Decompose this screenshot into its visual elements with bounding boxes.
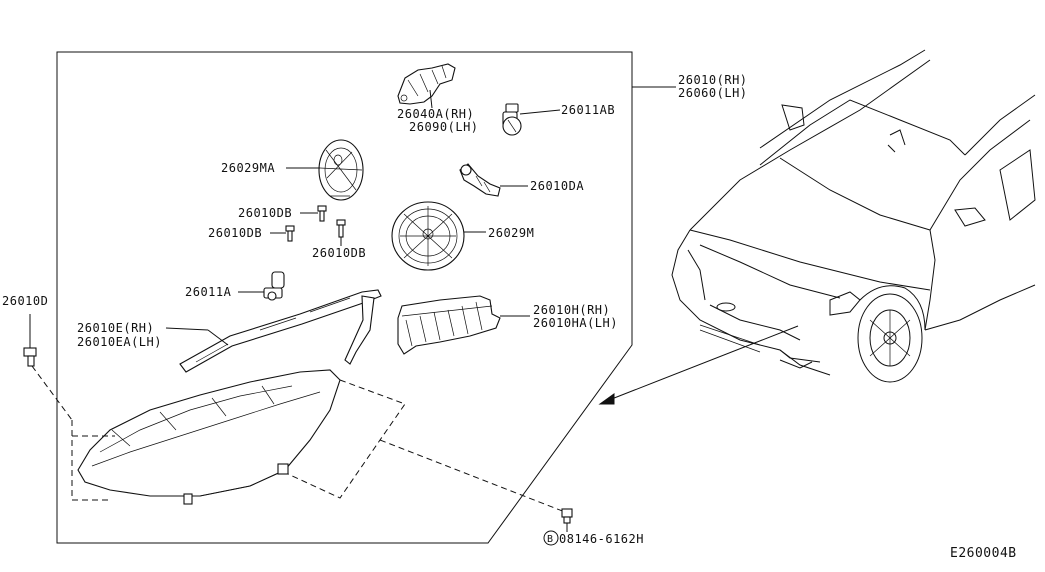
label-screw-db-1: 26010DB (238, 206, 292, 220)
screw-db-1-part (317, 205, 327, 222)
location-arrow-head (598, 393, 615, 405)
headlamp-housing-part (77, 369, 341, 505)
label-cap-ma: 26029MA (221, 161, 275, 175)
seal-leader-2 (207, 329, 229, 346)
screw-db-3-part (336, 219, 346, 238)
socket-da-part (459, 163, 501, 197)
label-assembly-lh: 26060(LH) (678, 86, 748, 100)
location-arrow-line (603, 325, 799, 403)
label-seal-lh: 26010EA(LH) (77, 335, 162, 349)
seal-leader (165, 327, 209, 331)
label-diagram-code: E260004B (950, 546, 1017, 561)
label-unit-lh: 26010HA(LH) (533, 316, 618, 330)
clip-d-part (23, 347, 37, 367)
label-cap-m: 26029M (488, 226, 534, 240)
lamp-unit-part (397, 295, 501, 355)
bulb-ab-part (502, 103, 522, 136)
bolt-part (561, 508, 573, 524)
bulb-a-part (263, 271, 285, 301)
cap-ma-part (318, 139, 364, 201)
bolt-circle-marker (543, 530, 559, 546)
label-socket-da: 26010DA (530, 179, 584, 193)
label-clip-d: 26010D (2, 294, 48, 308)
label-seal-rh: 26010E(RH) (77, 321, 154, 335)
bracket-leader (429, 89, 433, 109)
bolt-dashed (379, 439, 566, 513)
clip-d-dashed (31, 365, 73, 421)
label-bracket-lh: 26090(LH) (409, 120, 479, 134)
bulb-ab-leader (519, 109, 561, 115)
label-unit-rh: 26010H(RH) (533, 303, 610, 317)
screw-db-2-part (285, 225, 295, 242)
label-screw-db-3: 26010DB (312, 246, 366, 260)
label-bolt-circle: B (547, 534, 554, 545)
parts-panel-outline (56, 51, 633, 544)
label-bracket-rh: 26040A(RH) (397, 107, 474, 121)
label-screw-db-2: 26010DB (208, 226, 262, 240)
label-bulb-ab: 26011AB (561, 103, 615, 117)
label-bolt-number: 08146-6162H (559, 532, 644, 546)
seal-part (179, 289, 382, 373)
label-bulb-a: 26011A (185, 285, 232, 299)
mounting-dashed-left (71, 420, 115, 501)
cap-m-part (391, 201, 465, 271)
vehicle-sketch (671, 49, 1036, 383)
label-assembly-rh: 26010(RH) (678, 73, 748, 87)
bracket-part (397, 63, 456, 105)
